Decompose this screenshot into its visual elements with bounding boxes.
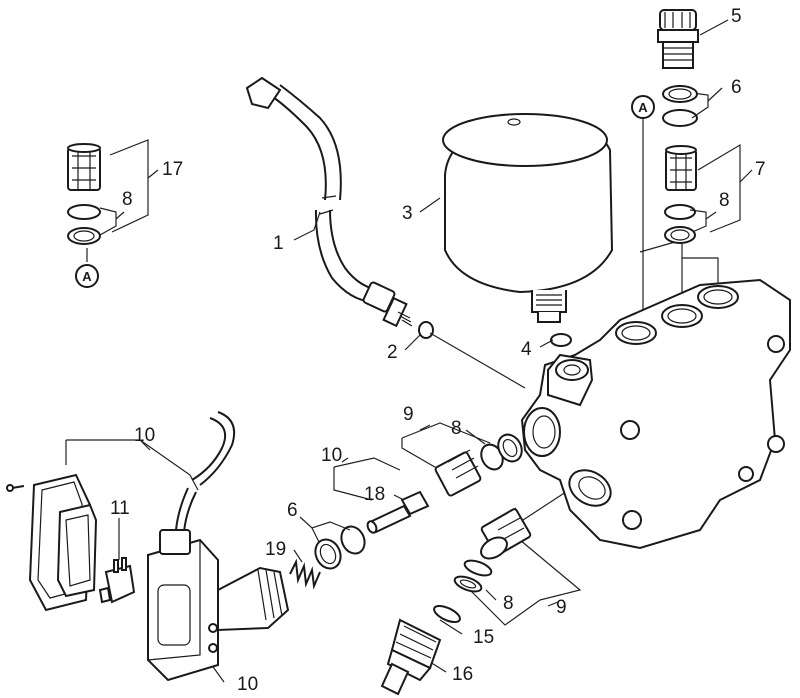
o-rings-part-8-middle — [480, 433, 523, 471]
valve-part-9-upper — [434, 449, 482, 497]
valve-part-17 — [67, 143, 101, 191]
washer-part-6-top — [662, 85, 698, 127]
callout-19: 19 — [265, 539, 286, 560]
connector-clip-part-11 — [98, 557, 136, 604]
o-rings-part-8-lower — [453, 559, 493, 593]
callout-8-middle: 8 — [451, 418, 462, 439]
o-ring-part-4 — [550, 333, 572, 347]
callout-15: 15 — [473, 627, 494, 648]
leader-lines — [65, 19, 753, 683]
callout-16: 16 — [452, 664, 473, 685]
pump-body — [520, 278, 791, 550]
callout-7: 7 — [755, 159, 766, 180]
callout-6-top: 6 — [731, 77, 742, 98]
callout-9-upper: 9 — [403, 404, 414, 425]
cover-plate-part-10 — [6, 473, 98, 612]
connector-part-16 — [380, 618, 442, 696]
callout-10-middle: 10 — [321, 445, 342, 466]
accumulator-part-3 — [442, 113, 614, 323]
callout-17: 17 — [162, 159, 183, 180]
pin-part-18 — [366, 490, 430, 534]
valve-part-7 — [665, 145, 697, 191]
callout-5: 5 — [731, 6, 742, 27]
callout-18: 18 — [364, 484, 385, 505]
o-rings-part-8-left — [67, 204, 101, 245]
callout-8-lower: 8 — [503, 593, 514, 614]
valve-part-9-lower — [480, 507, 532, 560]
callout-8-left: 8 — [122, 189, 133, 210]
callout-labels: 1 2 3 4 5 6 7 8 17 8 9 8 10 10 18 11 6 1… — [110, 6, 766, 695]
callout-9-lower: 9 — [556, 597, 567, 618]
callout-3: 3 — [402, 203, 413, 224]
marker-a-left: A — [75, 264, 99, 288]
callout-10-top: 10 — [134, 425, 155, 446]
spring-part-19 — [289, 558, 321, 590]
svg-text:A: A — [638, 100, 648, 115]
washer-part-6-middle — [314, 525, 366, 570]
o-ring-part-2 — [418, 321, 434, 339]
callout-10-bottom: 10 — [237, 674, 258, 695]
o-rings-part-8-right — [664, 204, 696, 244]
callout-4: 4 — [521, 339, 532, 360]
o-ring-part-15 — [433, 604, 461, 624]
pressure-switch-part-10 — [147, 411, 290, 682]
callout-2: 2 — [387, 342, 398, 363]
svg-text:A: A — [82, 269, 92, 284]
plug-part-5 — [657, 9, 699, 69]
callout-8-right: 8 — [719, 190, 730, 211]
marker-a-right: A — [631, 95, 655, 119]
hose-part-1 — [245, 76, 413, 328]
callout-6-middle: 6 — [287, 500, 298, 521]
callout-11: 11 — [110, 498, 130, 519]
callout-1: 1 — [273, 233, 284, 254]
